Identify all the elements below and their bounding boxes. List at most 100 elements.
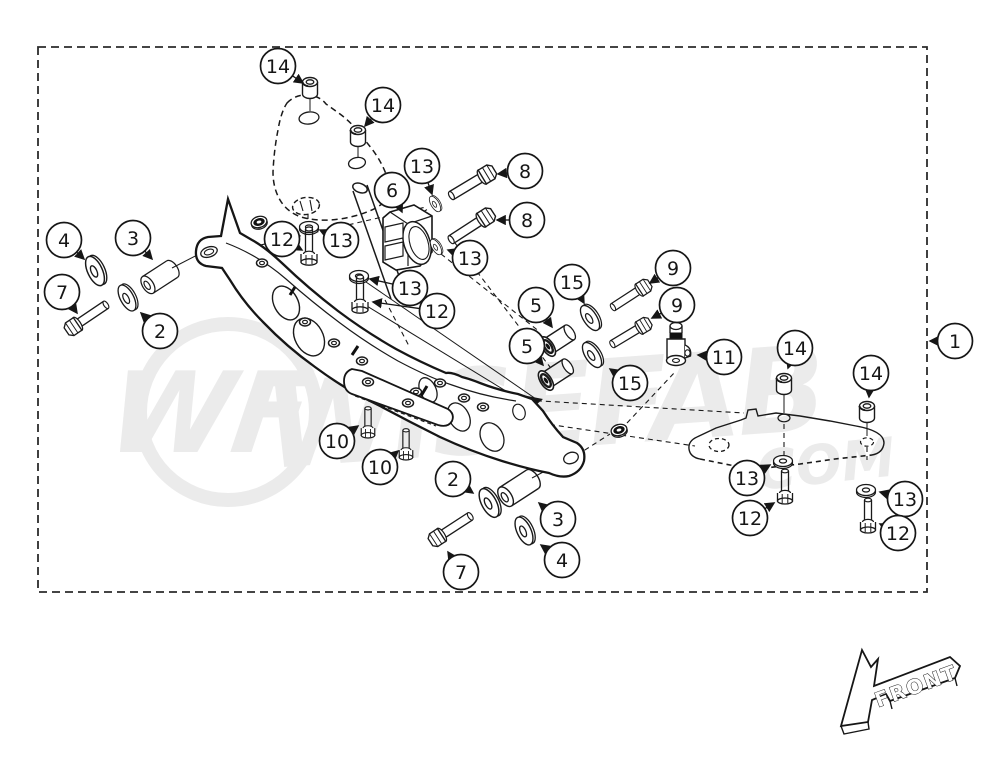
callout-circle (728, 459, 766, 497)
callout-number: 7 (56, 282, 68, 304)
callout-number: 13 (410, 156, 434, 178)
callout-number: 2 (447, 469, 459, 491)
part-13-flat-washer (426, 193, 445, 214)
callout-leader (575, 292, 585, 305)
callout-circle (322, 221, 360, 259)
callout-circle (364, 86, 402, 124)
callout-leader (542, 316, 553, 329)
part-14-sleeve-bushing (349, 124, 367, 148)
watermark-logo: WF (101, 349, 319, 479)
part-4-washer (510, 512, 540, 549)
callout-circle (553, 263, 591, 301)
callout-number: 12 (886, 523, 910, 545)
callout-circle (114, 219, 152, 257)
callout-number: 4 (58, 230, 70, 252)
part-3-spacer (137, 257, 183, 297)
callout-leader (393, 201, 404, 214)
bracket-top-flange-line (225, 242, 517, 402)
callout-number: 13 (735, 468, 759, 490)
callout-number: 2 (154, 321, 166, 343)
callout-leader (291, 241, 304, 251)
callout-number: 15 (560, 272, 584, 294)
watermark-logo-ring (133, 317, 323, 507)
callout-leader (446, 248, 459, 258)
callout-circle (506, 152, 544, 190)
callout-circle (45, 221, 83, 259)
callout-leader (696, 350, 708, 361)
part-15-large-washer (575, 300, 606, 335)
clamp-block (382, 204, 433, 271)
callout-leader (363, 115, 375, 128)
callout-12: 12 (263, 220, 304, 258)
callout-number: 8 (519, 161, 531, 183)
callout-14: 14 (259, 47, 305, 85)
callout-leader (650, 309, 663, 319)
callout-number: 4 (556, 550, 568, 572)
callout-leader (496, 167, 508, 179)
callout-8: 8 (496, 152, 544, 190)
callout-circle (705, 338, 743, 376)
callout-2: 2 (434, 460, 475, 498)
callout-leader (648, 273, 661, 284)
callout-number: 13 (329, 230, 353, 252)
callout-leader (67, 302, 78, 315)
front-arrow: FRONT (839, 647, 961, 735)
part-12-bolt (859, 497, 877, 534)
callout-leader (533, 354, 545, 367)
part-14-sleeve-bushing (301, 76, 319, 100)
callout-leader (368, 275, 394, 287)
callout-14: 14 (776, 329, 814, 370)
callout-leader (759, 464, 772, 474)
callout-circle (508, 327, 546, 365)
callout-circle (508, 201, 546, 239)
callout-circle (318, 422, 356, 460)
callout-number: 7 (455, 562, 467, 584)
callout-number: 1 (949, 331, 961, 353)
part-8-hex-bolt (444, 162, 500, 205)
callout-14: 14 (852, 354, 890, 399)
callout-leader (347, 425, 360, 436)
callout-13: 13 (446, 239, 489, 277)
callout-number: 10 (368, 457, 392, 479)
callout-8: 8 (495, 201, 546, 239)
callout-leader (318, 229, 331, 239)
callout-1: 1 (928, 322, 974, 360)
callout-circle (776, 329, 814, 367)
callout-leader (864, 387, 875, 399)
callout-number: 9 (667, 258, 679, 280)
callout-circle (936, 322, 974, 360)
part-x-grommet (249, 213, 270, 232)
callout-circle (658, 286, 696, 324)
callout-circle (879, 514, 917, 552)
callout-leader (371, 298, 420, 310)
callout-3: 3 (114, 219, 154, 261)
callout-circle (731, 499, 769, 537)
callout-leader (447, 550, 458, 563)
callout-leader (74, 249, 86, 261)
part-14-sleeve-bushing (775, 372, 793, 396)
callout-number: 10 (325, 431, 349, 453)
bracket-slots (288, 286, 429, 397)
callout-13: 13 (878, 480, 924, 518)
callout-circle (442, 553, 480, 591)
callout-number: 13 (893, 489, 917, 511)
callout-5: 5 (508, 327, 546, 367)
callout-number: 13 (398, 278, 422, 300)
callout-circle (373, 171, 411, 209)
callout-leader (539, 544, 552, 555)
callout-5: 5 (517, 286, 555, 329)
callout-number: 12 (738, 508, 762, 530)
callout-circle (361, 448, 399, 486)
part-13-flat-washer (855, 483, 877, 499)
diagram-border (37, 46, 928, 593)
callout-10: 10 (361, 448, 400, 486)
callout-circle (403, 147, 441, 185)
callout-7: 7 (43, 273, 81, 315)
callout-12: 12 (878, 514, 917, 552)
callout-15: 15 (608, 364, 649, 402)
callout-circle (418, 292, 456, 330)
callout-10: 10 (318, 422, 360, 460)
callout-number: 14 (371, 95, 395, 117)
